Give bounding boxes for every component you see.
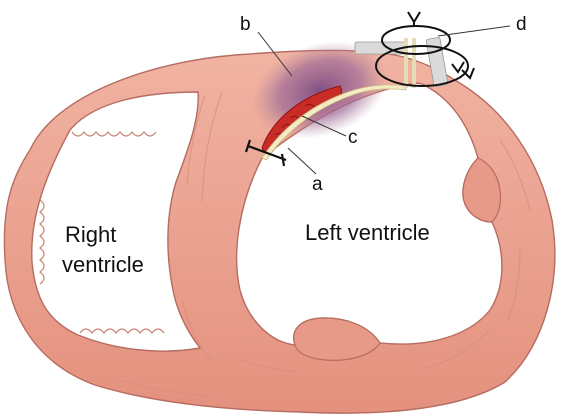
suture-knot-top [408,12,420,26]
label-left-ventricle: Left ventricle [305,220,430,245]
label-a: a [312,174,323,195]
label-right-ventricle-line2: ventricle [62,252,144,277]
leader-line-d [438,26,510,36]
label-c: c [348,127,358,148]
label-b: b [240,14,251,35]
label-d: d [516,14,527,35]
label-right-ventricle-line1: Right [65,222,116,247]
